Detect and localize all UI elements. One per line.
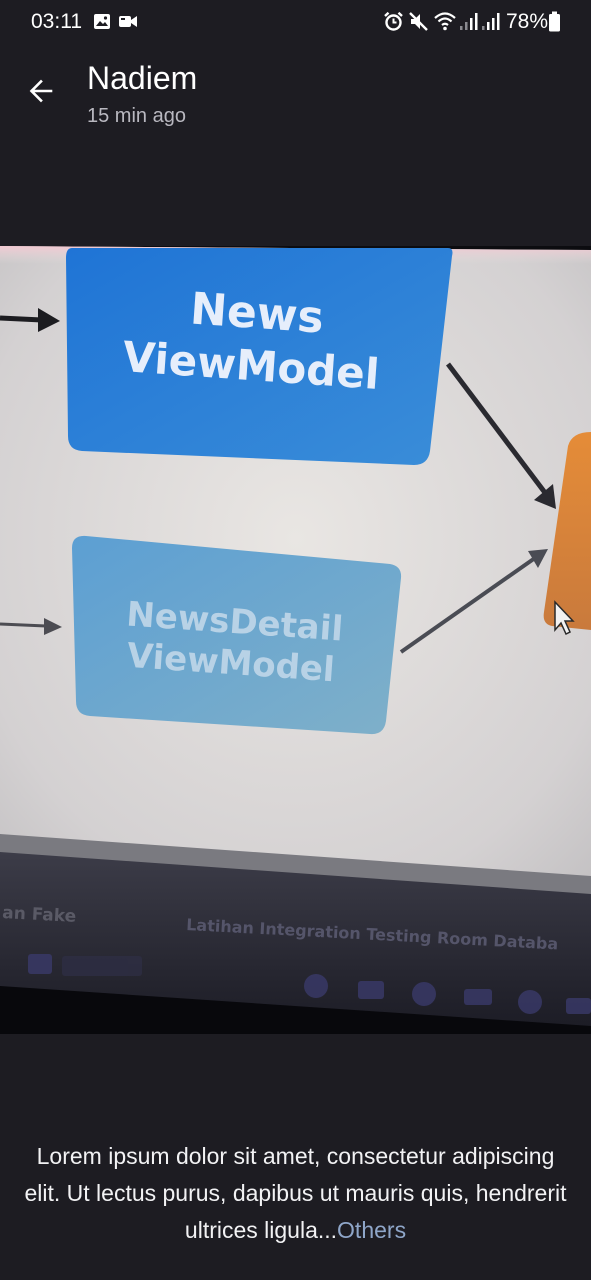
alarm-icon [384, 11, 403, 31]
taskbar-icons [28, 954, 591, 1014]
news-viewmodel-box [66, 248, 453, 465]
image-icon [94, 14, 110, 29]
signal-icon [482, 13, 500, 30]
more-link[interactable]: Others [337, 1217, 407, 1243]
taskbar [0, 852, 591, 1034]
time-ago: 15 min ago [87, 105, 186, 127]
wifi-icon [434, 12, 456, 31]
newsdetail-viewmodel-box [72, 535, 402, 735]
news-viewmodel-line1: News [189, 283, 326, 343]
side-box [543, 432, 591, 630]
mute-icon [409, 12, 428, 31]
mouse-cursor-icon [554, 600, 575, 636]
video-camera-icon [119, 16, 137, 27]
arrow-left-icon [29, 79, 53, 103]
taskbar-left-text: an Fake [2, 903, 77, 927]
diagram-arrows [0, 308, 556, 654]
battery-percentage: 78% [506, 10, 549, 33]
caption-text: Lorem ipsum dolor sit amet, consectetur … [24, 1143, 567, 1243]
status-bar: 03:11 [0, 0, 591, 44]
battery-icon [549, 11, 560, 32]
status-time: 03:11 [31, 10, 82, 33]
signal-icon [460, 13, 478, 30]
story-photo: News ViewModel NewsDetail ViewModel [0, 246, 591, 1034]
story-caption: Lorem ipsum dolor sit amet, consectetur … [20, 1138, 571, 1249]
back-button[interactable] [22, 72, 60, 110]
sender-name: Nadiem [87, 60, 198, 96]
